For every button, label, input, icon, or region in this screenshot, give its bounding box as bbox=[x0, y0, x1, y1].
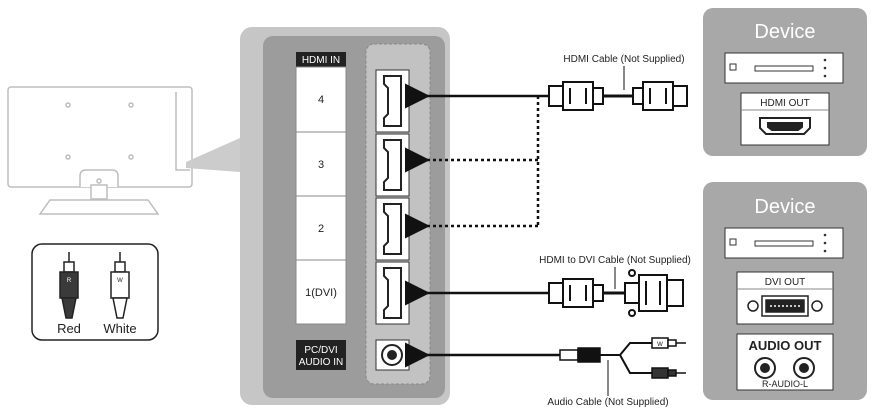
port-label-4: 4 bbox=[318, 94, 324, 106]
port-label-box-3 bbox=[295, 131, 347, 197]
device-top-player-icon bbox=[724, 52, 844, 84]
audio-cable-split-wires bbox=[600, 342, 652, 374]
rca-legend-white-label: White bbox=[103, 321, 136, 336]
device-top-hdmi-out-port-icon[interactable] bbox=[759, 117, 811, 135]
audio-in-label-line2: AUDIO IN bbox=[299, 357, 343, 368]
hdmi-port-3-icon[interactable] bbox=[375, 133, 410, 197]
rca-legend-red-label: Red bbox=[57, 321, 81, 336]
device-bottom-audio-out-right-jack-icon[interactable] bbox=[754, 357, 776, 379]
hdmi-cable-label: HDMI Cable (Not Supplied) bbox=[563, 54, 684, 65]
device-bottom-dvi-out-label: DVI OUT bbox=[765, 277, 806, 288]
audio-in-label-box bbox=[296, 340, 346, 370]
hdmi-cable-plug-right-icon bbox=[632, 81, 688, 111]
audio-in-jack-icon[interactable] bbox=[375, 339, 410, 371]
audio-in-label-line1: PC/DVI bbox=[304, 345, 337, 356]
device-bottom-audio-out-panel bbox=[736, 333, 834, 391]
device-top-hdmi-out-label: HDMI OUT bbox=[760, 98, 809, 109]
port-label-1dvi: 1(DVI) bbox=[305, 287, 337, 299]
hdmi-port-4-icon[interactable] bbox=[375, 69, 410, 133]
rca-legend-box bbox=[31, 243, 159, 341]
svg-text:R: R bbox=[67, 278, 72, 284]
port-label-box-1dvi bbox=[295, 259, 347, 325]
hdmi-alt-dotted-lines bbox=[405, 96, 540, 239]
port-label-2: 2 bbox=[318, 223, 324, 235]
rca-plug-red-icon bbox=[651, 367, 686, 379]
device-bottom-dvi-port-icon[interactable] bbox=[747, 295, 823, 317]
hdmi-port-2-icon[interactable] bbox=[375, 197, 410, 261]
device-bottom-audio-out-left-jack-icon[interactable] bbox=[793, 357, 815, 379]
port-label-3: 3 bbox=[318, 159, 324, 171]
rca-legend-red-plug-icon: R bbox=[59, 252, 79, 319]
hdmi-port-1dvi-icon[interactable] bbox=[375, 261, 410, 325]
hdmi-dvi-cable-hdmi-plug-icon bbox=[548, 278, 604, 308]
svg-text:W: W bbox=[657, 342, 663, 348]
audio-cable-label: Audio Cable (Not Supplied) bbox=[547, 397, 668, 408]
hdmi-dvi-cable-label: HDMI to DVI Cable (Not Supplied) bbox=[539, 255, 691, 266]
port-label-box-4 bbox=[295, 66, 347, 133]
port-label-box-2 bbox=[295, 195, 347, 261]
rca-legend-white-plug-icon: W bbox=[110, 252, 130, 319]
device-bottom-audio-sub-label: R-AUDIO-L bbox=[762, 379, 808, 389]
hdmi-in-header-text: HDMI IN bbox=[302, 55, 340, 66]
device-top-title: Device bbox=[754, 21, 815, 43]
zoom-connector bbox=[186, 138, 240, 172]
tv-back-illustration bbox=[7, 86, 193, 215]
dvi-plug-icon bbox=[624, 269, 684, 317]
svg-text:W: W bbox=[117, 278, 123, 284]
device-bottom-audio-out-label: AUDIO OUT bbox=[749, 338, 822, 353]
hdmi-in-header bbox=[296, 52, 346, 67]
device-bottom-player-icon bbox=[724, 227, 844, 259]
hdmi-cable-plug-left-icon bbox=[548, 81, 604, 111]
device-bottom-title: Device bbox=[754, 196, 815, 218]
audio-cable-mini-plug-icon bbox=[559, 347, 601, 363]
rca-plug-white-icon: W bbox=[651, 337, 686, 349]
